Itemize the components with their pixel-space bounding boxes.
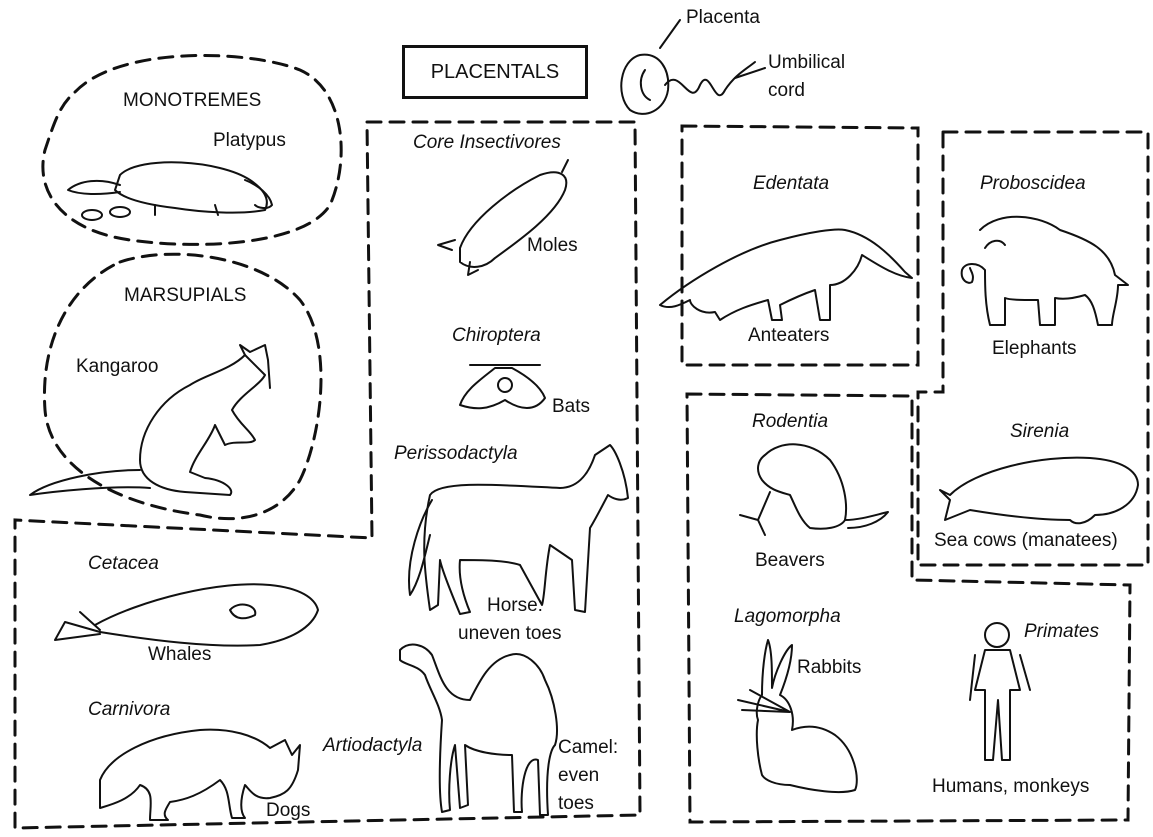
kangaroo-label: Kangaroo (76, 356, 158, 378)
cetacea-order: Cetacea (88, 553, 159, 575)
camel-label-line2: even (558, 765, 599, 787)
bats-label: Bats (552, 396, 590, 418)
beavers-label: Beavers (755, 550, 825, 572)
primates-order: Primates (1024, 621, 1099, 643)
dogs-label: Dogs (266, 800, 310, 822)
monotremes-heading: MONOTREMES (123, 90, 261, 112)
proboscidea-order: Proboscidea (980, 173, 1086, 195)
horse-label-line2: uneven toes (458, 623, 562, 645)
core-insectivores-order: Core Insectivores (413, 132, 561, 154)
sirenia-order: Sirenia (1010, 421, 1069, 443)
anteaters-label: Anteaters (748, 325, 829, 347)
placenta-leader-line (660, 20, 680, 48)
edentata-order: Edentata (753, 173, 829, 195)
horse-label-line1: Horse: (487, 595, 543, 617)
carnivora-order: Carnivora (88, 699, 170, 721)
platypus-label: Platypus (213, 130, 286, 152)
whales-label: Whales (148, 644, 211, 666)
artiodactyla-order: Artiodactyla (323, 735, 422, 757)
camel-label-line1: Camel: (558, 737, 618, 759)
elephants-label: Elephants (992, 338, 1077, 360)
placenta-annotation: Placenta (686, 7, 760, 29)
rabbits-label: Rabbits (797, 657, 861, 679)
moles-label: Moles (527, 235, 578, 257)
perissodactyla-order: Perissodactyla (394, 443, 518, 465)
marsupials-heading: MARSUPIALS (124, 285, 246, 307)
umbilical-leader-line (735, 68, 765, 78)
umbilical-annotation-line1: Umbilical (768, 52, 845, 74)
rodentia-order: Rodentia (752, 411, 828, 433)
lagomorpha-order: Lagomorpha (734, 606, 841, 628)
chiroptera-order: Chiroptera (452, 325, 541, 347)
humans-monkeys-label: Humans, monkeys (932, 776, 1089, 798)
sea-cows-label: Sea cows (manatees) (934, 530, 1118, 552)
umbilical-annotation-line2: cord (768, 80, 805, 102)
camel-label-line3: toes (558, 793, 594, 815)
